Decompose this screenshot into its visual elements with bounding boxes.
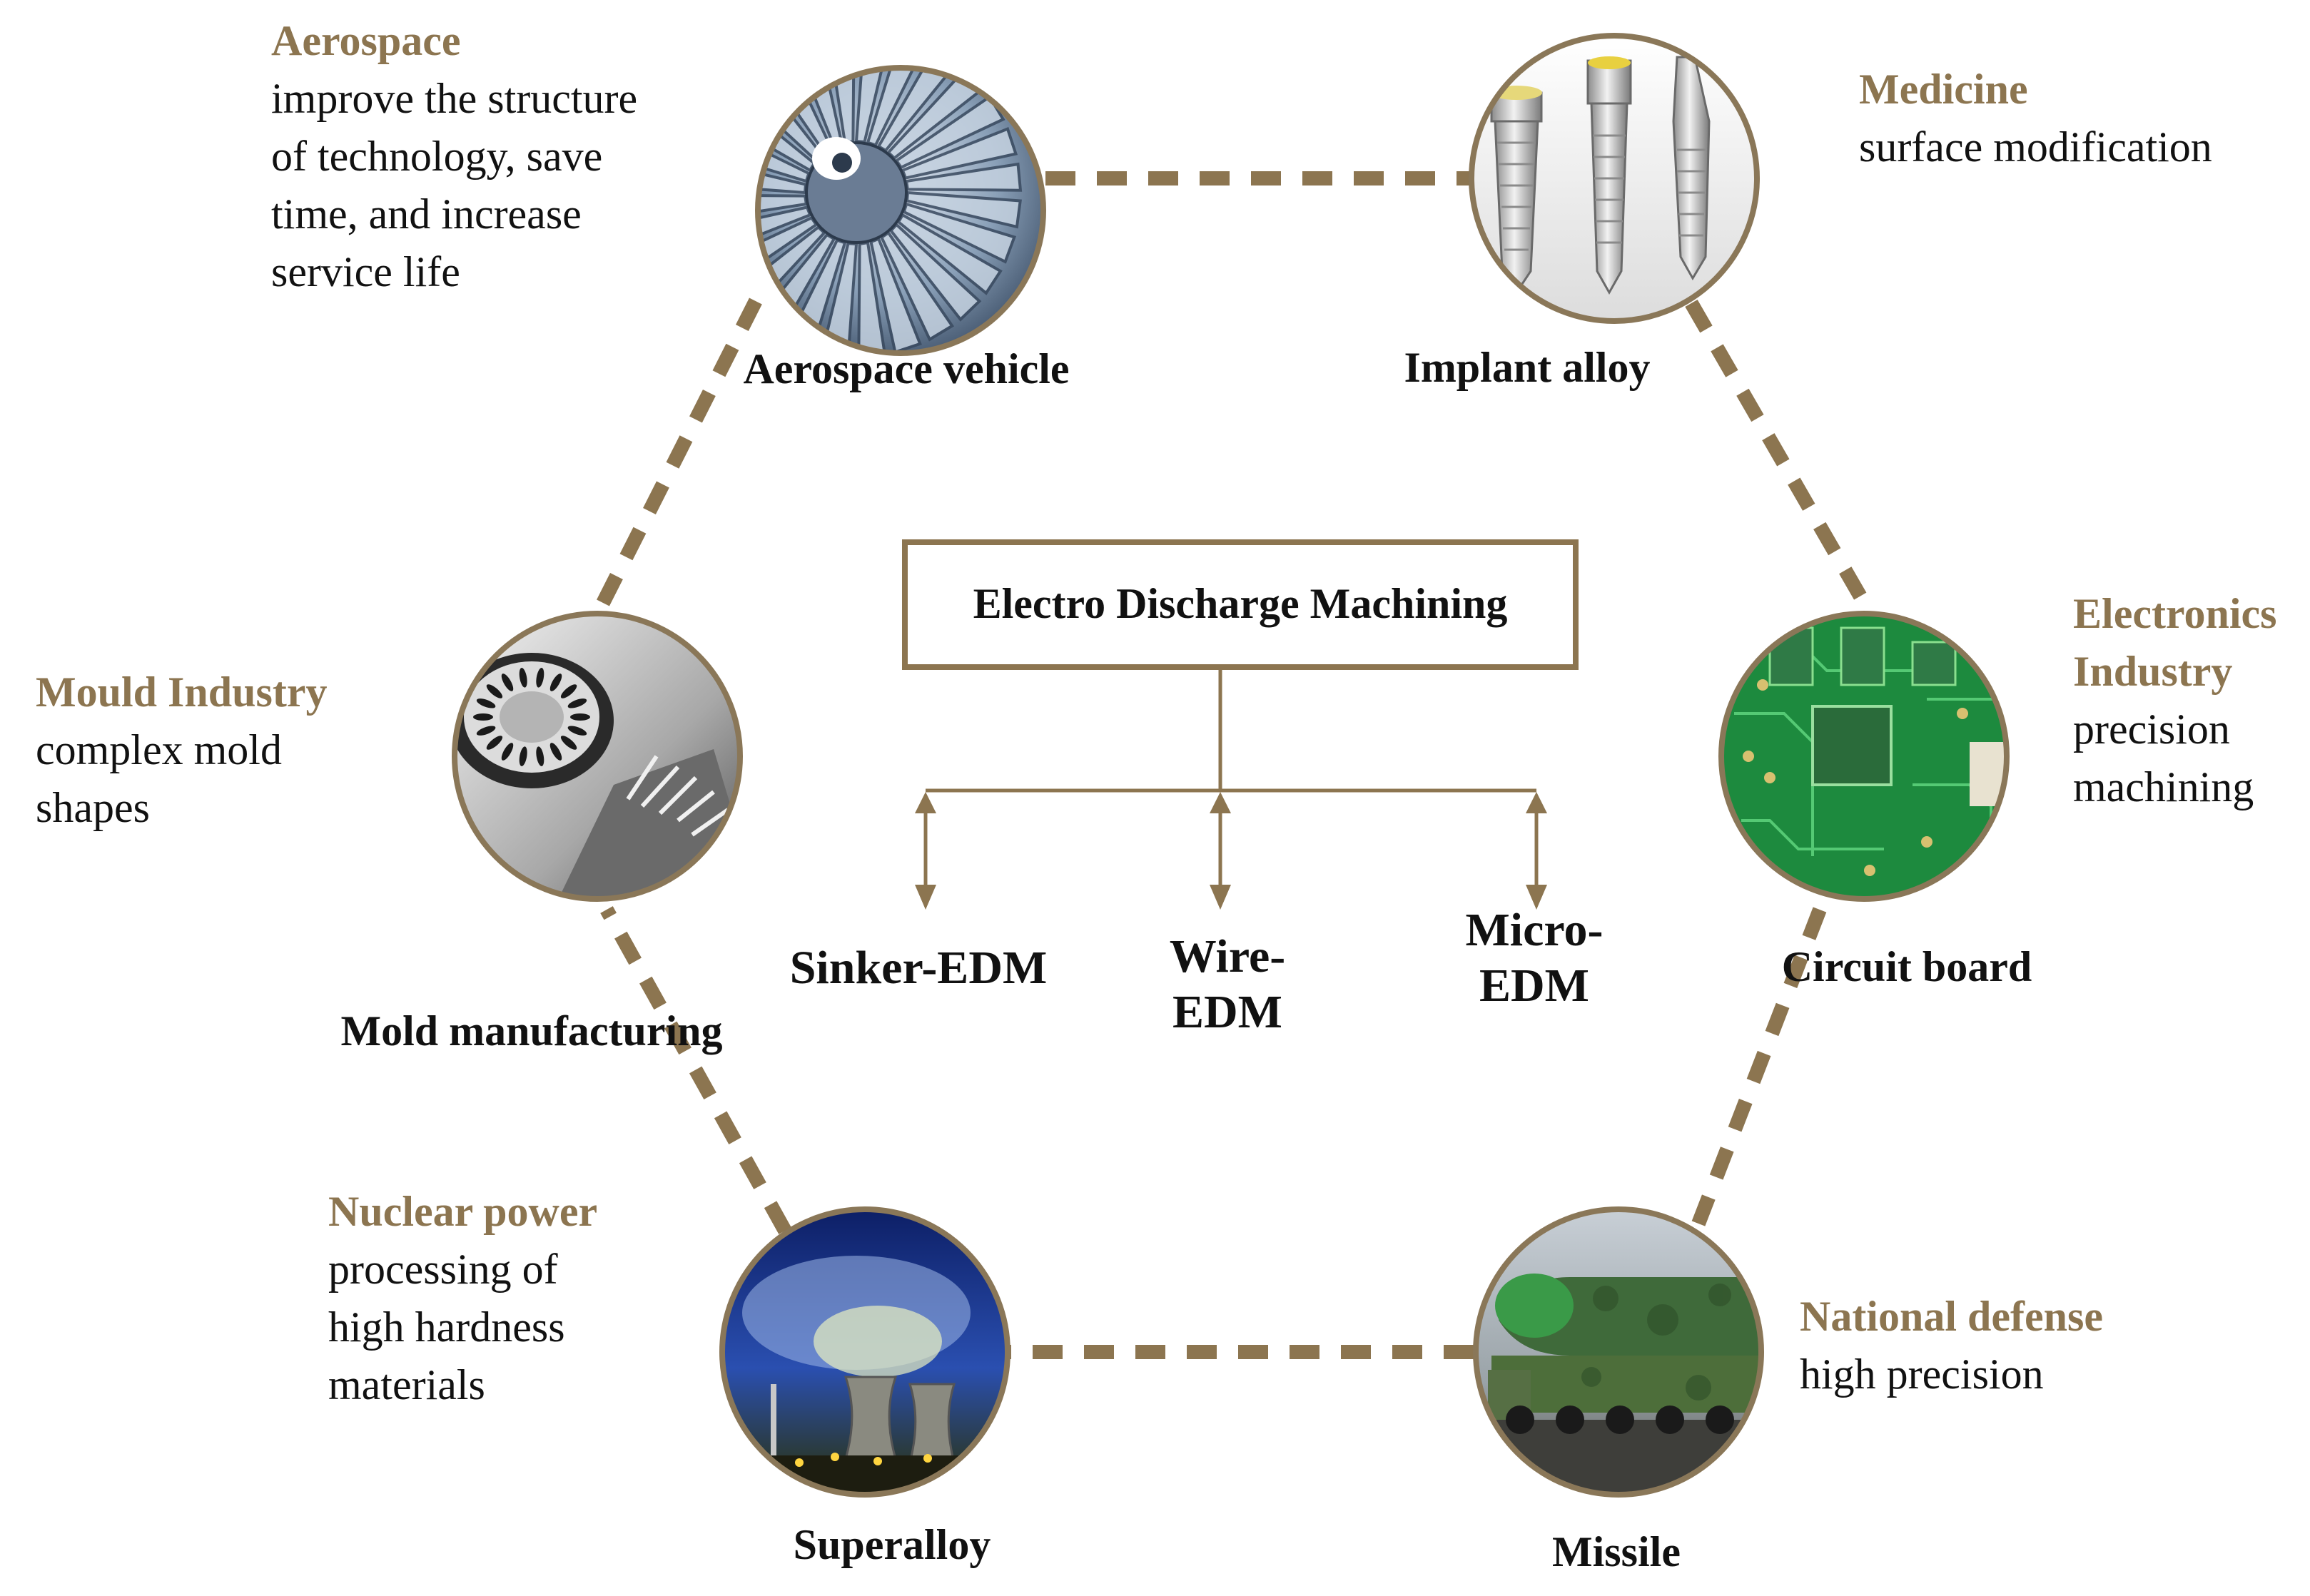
- industry-title-electronics: Electronics Industry: [2073, 590, 2288, 695]
- connector-medicine-electronics: [1685, 300, 1873, 610]
- industry-desc-defense: high precision: [1800, 1351, 2044, 1398]
- industry-medicine: Medicine surface modification: [1859, 66, 2212, 171]
- industry-electronics: Electronics Industry precision machining: [2073, 590, 2288, 810]
- industry-defense: National defense high precision: [1800, 1293, 2103, 1398]
- center-title-box: [902, 539, 1579, 670]
- connector-nuclear-mold: [600, 906, 791, 1234]
- industry-title-mould: Mould Industry: [36, 669, 327, 716]
- edm-type-wire: Wire-EDM: [1170, 930, 1286, 1038]
- caption-mold-manufacturing: Mold manufacturing: [340, 1007, 722, 1054]
- edm-type-micro: Micro-EDM: [1465, 904, 1603, 1012]
- industry-desc-medicine: surface modification: [1859, 123, 2212, 171]
- edm-center: Electro Discharge Machining Sinker-EDM W…: [790, 539, 1604, 1038]
- caption-superalloy: Superalloy: [794, 1521, 991, 1568]
- arrow-down-sinker: [915, 885, 936, 910]
- node-nuclear: Superalloy: [719, 1206, 1010, 1568]
- industry-desc-nuclear: processing of high hardness materials: [328, 1246, 576, 1408]
- node-implant: Implant alloy: [1404, 33, 1760, 391]
- industry-title-medicine: Medicine: [1859, 66, 2028, 113]
- industry-title-defense: National defense: [1800, 1293, 2103, 1340]
- caption-circuit-board: Circuit board: [1782, 943, 2032, 990]
- center-title: Electro Discharge Machining: [973, 580, 1508, 627]
- arrow-down-wire: [1210, 885, 1231, 910]
- node-missile: Missile: [1473, 1206, 1764, 1575]
- industry-mould: Mould Industry complex mold shapes: [36, 669, 327, 831]
- arrow-up-sinker: [915, 792, 936, 813]
- connector-lines: [597, 171, 1873, 1359]
- edm-tree-lines: [915, 667, 1547, 910]
- connector-mold-aerospace: [597, 282, 770, 606]
- node-aerospace: Aerospace vehicle: [743, 65, 1070, 392]
- arrow-up-micro: [1526, 792, 1547, 813]
- caption-missile: Missile: [1552, 1528, 1681, 1575]
- caption-aerospace-vehicle: Aerospace vehicle: [743, 345, 1069, 392]
- arrow-down-micro: [1526, 885, 1547, 910]
- industry-desc-mould: complex mold shapes: [36, 726, 293, 831]
- dental-implant-icon: [1471, 36, 1757, 321]
- industry-desc-aerospace: improve the structure of technology, sav…: [271, 75, 648, 295]
- industry-nuclear: Nuclear power processing of high hardnes…: [328, 1188, 597, 1408]
- industry-title-aerospace: Aerospace: [271, 17, 461, 64]
- missile-launcher-icon: [1476, 1209, 1761, 1495]
- node-mold: Mold manufacturing: [340, 611, 743, 1054]
- connector-electronics-defense: [1691, 907, 1827, 1226]
- industry-aerospace: Aerospace improve the structure of techn…: [271, 17, 648, 295]
- caption-implant-alloy: Implant alloy: [1404, 344, 1650, 391]
- mold-part-icon: [455, 614, 740, 899]
- arrow-up-wire: [1210, 792, 1231, 813]
- edm-type-sinker: Sinker-EDM: [790, 942, 1048, 994]
- turbine-icon: [758, 68, 1043, 353]
- industry-title-nuclear: Nuclear power: [328, 1188, 597, 1235]
- node-circuit: Circuit board: [1718, 611, 2032, 990]
- circuit-board-icon: [1721, 614, 2007, 899]
- industry-desc-electronics: precision machining: [2073, 706, 2254, 810]
